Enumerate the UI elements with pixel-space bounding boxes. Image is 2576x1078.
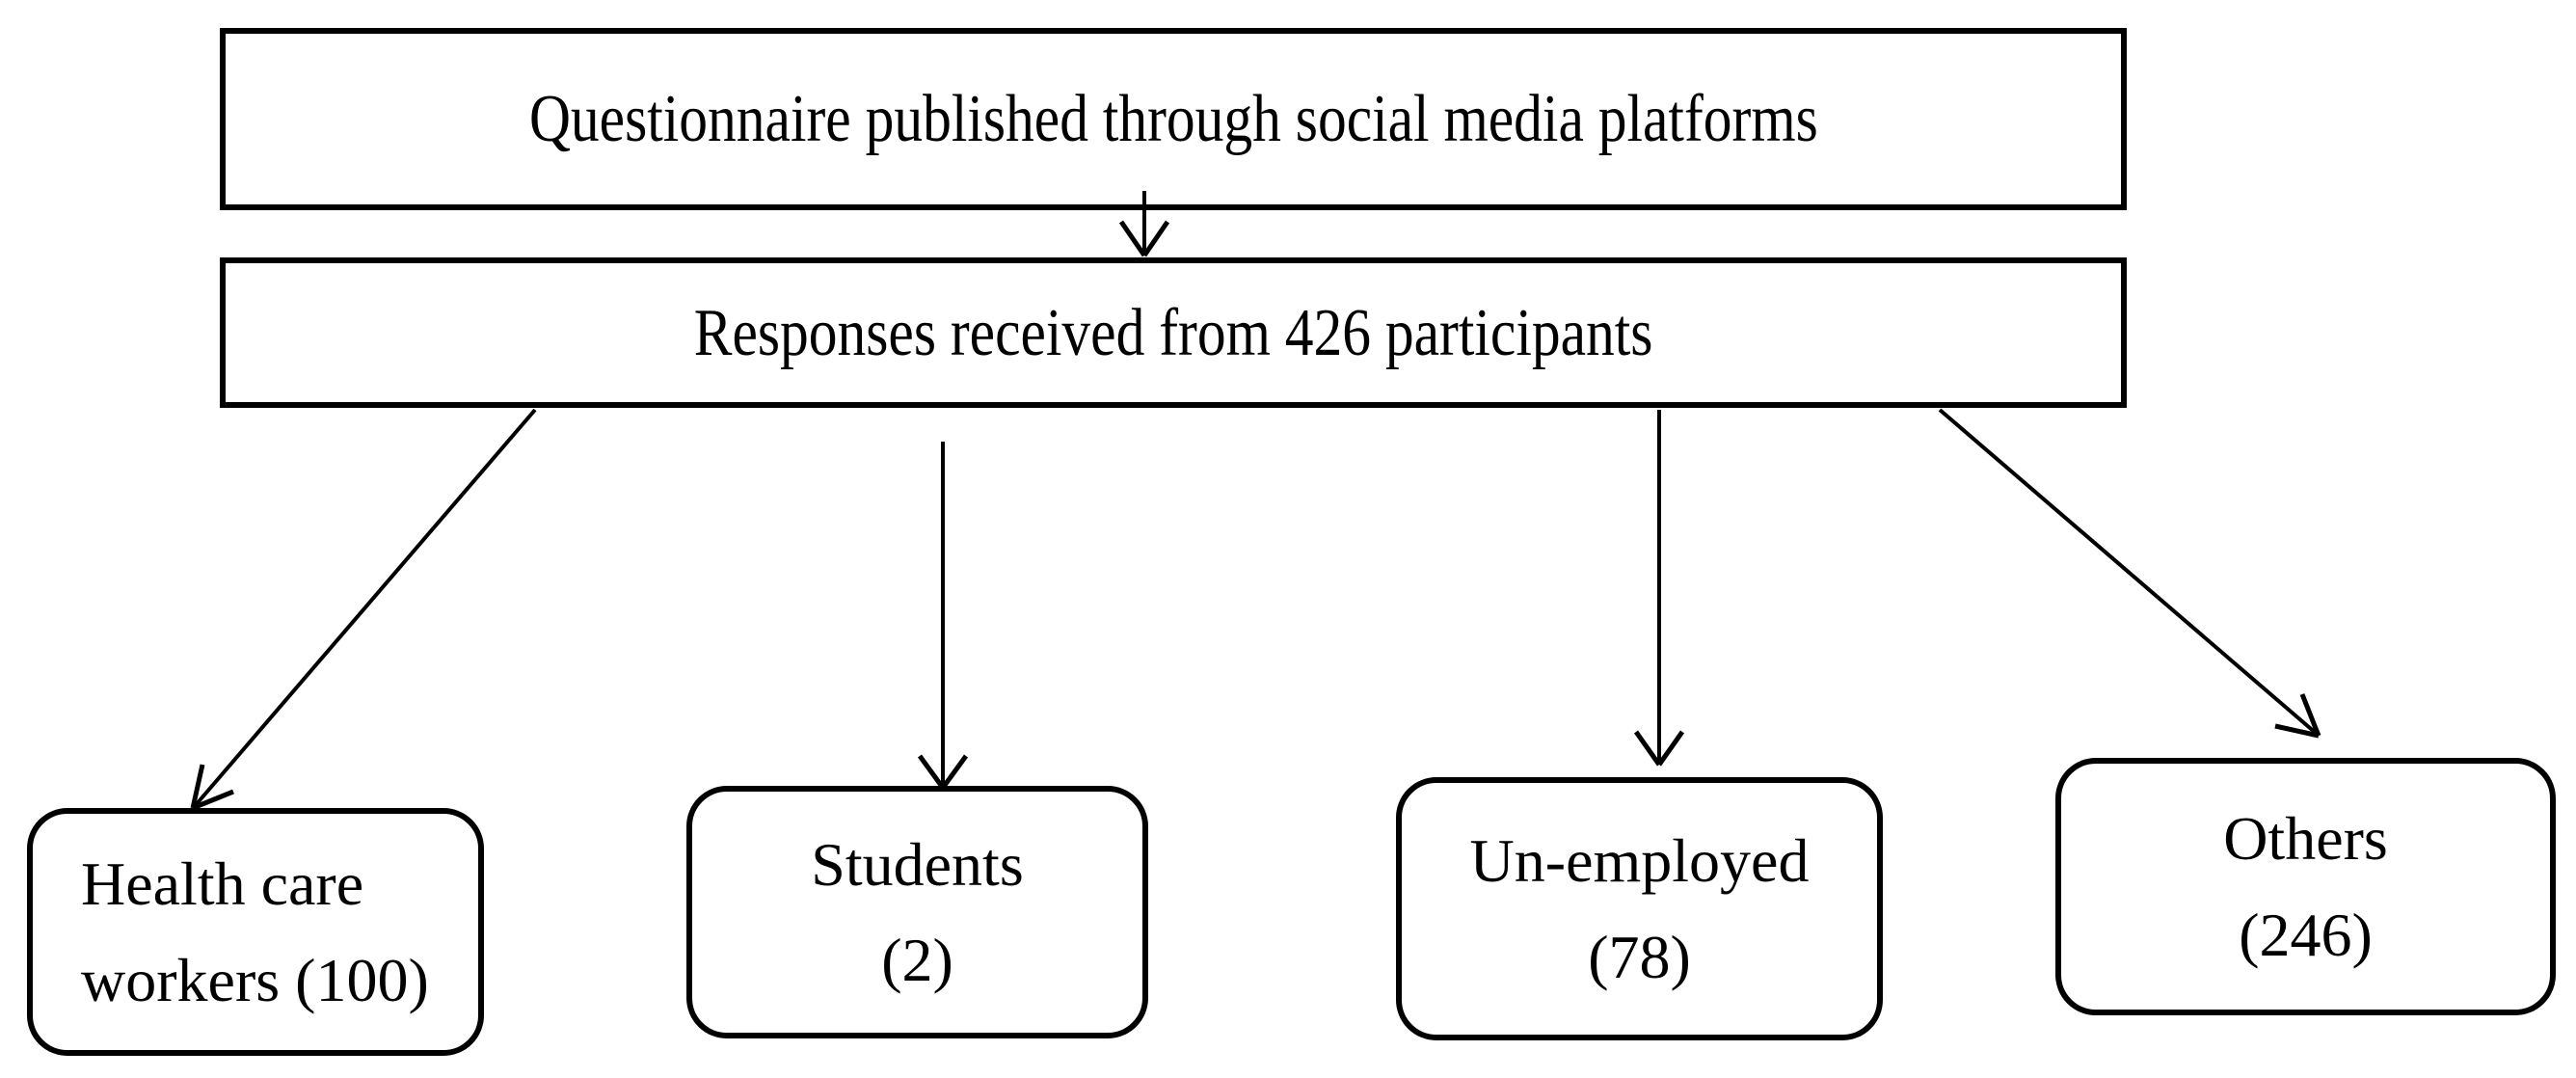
leaf-box-unemployed: Un-employed (78): [1396, 777, 1883, 1040]
arrow-responses-to-health-care-workers-icon: [190, 408, 537, 811]
leaf-box-students: Students (2): [686, 786, 1148, 1038]
questionnaire-box: Questionnaire published through social m…: [220, 28, 2127, 210]
leaf-box-label-line: Others: [2223, 804, 2388, 874]
leaf-box-count-line: (2): [881, 926, 953, 994]
leaf-box-others: Others (246): [2055, 758, 2556, 1015]
leaf-box-count-line: (246): [2239, 900, 2373, 969]
leaf-box-label-line: Health care: [81, 849, 364, 919]
responses-box-label: Responses received from 426 participants: [693, 295, 1653, 370]
arrow-responses-to-unemployed-icon: [1633, 410, 1685, 767]
leaf-box-label-line: Students: [811, 829, 1024, 899]
leaf-box-count-line: (78): [1588, 922, 1691, 991]
responses-box: Responses received from 426 participants: [220, 257, 2127, 408]
arrow-responses-to-students-icon: [917, 442, 969, 790]
leaf-box-label-line: Un-employed: [1469, 826, 1810, 896]
leaf-box-count-line: workers (100): [81, 945, 429, 1014]
leaf-box-health-care-workers: Health care workers (100): [27, 808, 484, 1056]
arrow-responses-to-others-icon: [1938, 408, 2321, 739]
questionnaire-box-label: Questionnaire published through social m…: [528, 82, 1818, 156]
